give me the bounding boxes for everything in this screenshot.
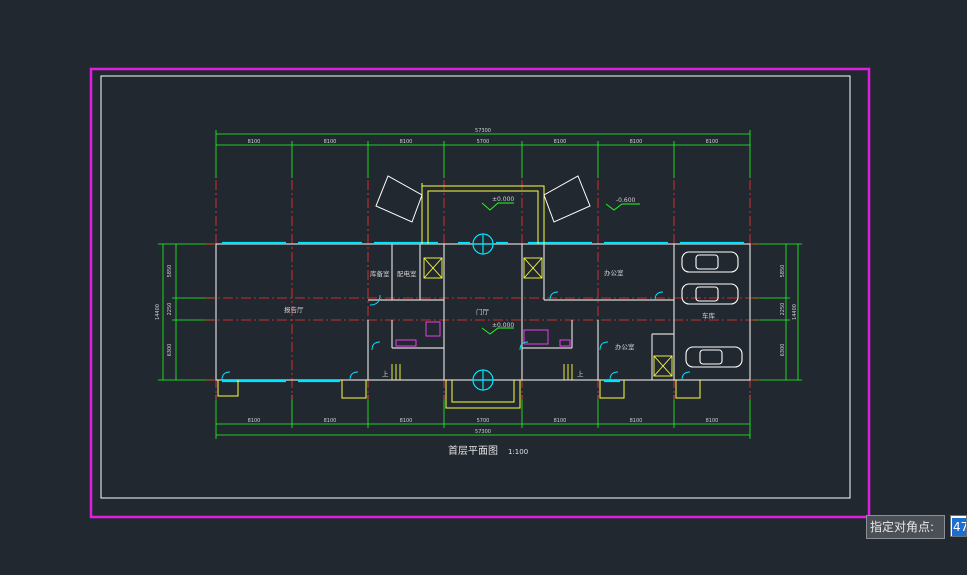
room-garage: 车库 (702, 311, 716, 320)
dim-left-1: 5850 (167, 265, 173, 278)
dim-bay-bottom-7: 8100 (706, 418, 719, 424)
revolving-doors (472, 233, 494, 391)
garage-cars (681, 251, 743, 368)
axis-grid (205, 180, 762, 400)
dim-bay-6: 8100 (630, 139, 643, 145)
windows (222, 241, 744, 383)
dim-bay-2: 8100 (324, 139, 337, 145)
floor-plan[interactable]: 57300 8100 8100 8100 5700 8100 8100 8100… (155, 128, 802, 457)
room-power: 配电室 (397, 269, 417, 278)
elevation-mid-label: ±0.000 (492, 322, 514, 329)
drawing-texts: 57300 8100 8100 8100 5700 8100 8100 8100… (155, 128, 798, 457)
dim-bay-1: 8100 (248, 139, 261, 145)
canopy-bottom (217, 380, 701, 409)
stairs (391, 364, 573, 380)
command-input[interactable]: 47 (950, 515, 967, 537)
drawing-frame (100, 75, 851, 499)
canopy-wings (375, 175, 591, 223)
dim-overall-bottom: 57300 (475, 429, 491, 435)
room-lobby-left: 报告厅 (284, 305, 304, 314)
drawing-scale: 1:100 (508, 448, 528, 456)
dim-bay-5: 8100 (554, 139, 567, 145)
toilet-fixtures (395, 321, 571, 347)
stair-label-left: 上 (382, 369, 389, 378)
dim-left-3: 6300 (167, 344, 173, 357)
dim-right-2: 2250 (780, 303, 786, 316)
dim-overall-top: 57300 (475, 128, 491, 134)
dim-bay-bottom-4: 5700 (477, 418, 490, 424)
dim-bay-4: 5700 (477, 139, 490, 145)
dim-bay-bottom-1: 8100 (248, 418, 261, 424)
side-dimensions (158, 243, 802, 381)
stair-label-right: 上 (577, 369, 584, 378)
top-dimensions (215, 130, 751, 178)
bottom-dimensions (215, 395, 751, 439)
dim-right-3: 6300 (780, 344, 786, 357)
room-storage: 库备室 (370, 269, 390, 278)
room-office-bottom: 办公室 (615, 342, 635, 351)
dim-left-2: 2250 (167, 303, 173, 316)
dim-bay-bottom-5: 8100 (554, 418, 567, 424)
elevators (423, 257, 673, 377)
dim-bay-bottom-3: 8100 (400, 418, 413, 424)
dim-right-overall: 14400 (792, 304, 798, 320)
elevation-markers (481, 202, 640, 335)
command-input-value: 47 (952, 518, 966, 536)
command-prompt-label: 指定对角点: (866, 515, 945, 539)
room-office-top: 办公室 (604, 268, 624, 277)
dim-bay-bottom-2: 8100 (324, 418, 337, 424)
canopy-top (421, 183, 545, 244)
room-entrance-hall: 门厅 (476, 307, 490, 316)
dim-bay-bottom-6: 8100 (630, 418, 643, 424)
dim-bay-7: 8100 (706, 139, 719, 145)
dim-bay-3: 8100 (400, 139, 413, 145)
dim-right-1: 5850 (780, 265, 786, 278)
elevation-top-label: ±0.000 (492, 196, 514, 203)
door-swings (221, 291, 691, 381)
selection-window (89, 67, 871, 519)
drawing-title: 首层平面图 (448, 444, 498, 457)
elevation-outside-label: -0.600 (616, 197, 636, 204)
dim-left-overall: 14400 (155, 304, 161, 320)
